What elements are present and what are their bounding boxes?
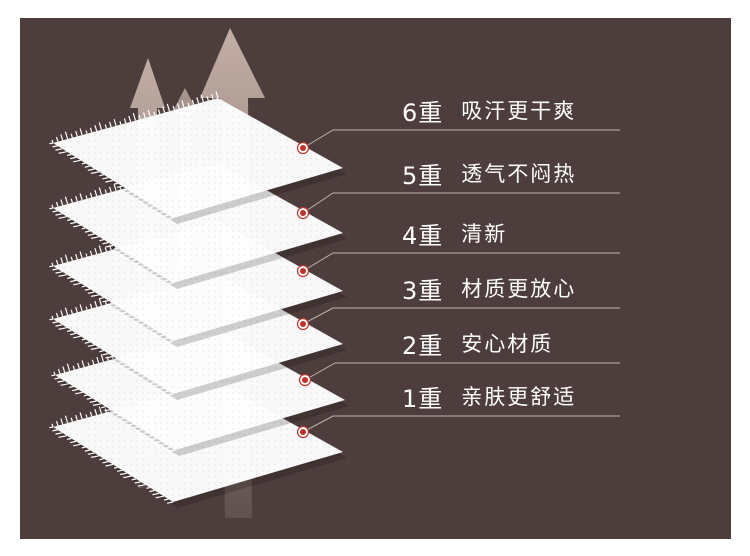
connector-line <box>302 252 620 272</box>
layer-label: 6重吸汗更干爽 <box>402 90 576 130</box>
layer-description: 安心材质 <box>461 332 554 356</box>
connector-line <box>302 192 620 214</box>
layer-label: 2重安心材质 <box>402 323 553 363</box>
connector-line <box>304 362 620 381</box>
layer-description: 清新 <box>461 222 508 246</box>
connector-line <box>302 415 620 433</box>
marker-dot-icon <box>300 268 306 274</box>
layer-label: 3重材质更放心 <box>402 268 576 308</box>
marker-dot-icon <box>300 210 306 216</box>
layer-description: 吸汗更干爽 <box>461 99 577 123</box>
layer-level: 1重 <box>402 384 444 413</box>
layer-description: 亲肤更舒适 <box>461 385 577 409</box>
layer-label: 1重亲肤更舒适 <box>402 376 576 416</box>
layer-level: 4重 <box>402 221 444 250</box>
connector-line <box>302 129 620 149</box>
marker-dot-icon <box>300 429 306 435</box>
layered-fabric-illustration <box>49 28 620 518</box>
layer-label: 4重清新 <box>402 213 507 253</box>
connector-line <box>302 307 620 325</box>
layer-level: 2重 <box>402 331 444 360</box>
layer-label: 5重透气不闷热 <box>402 153 576 193</box>
marker-dot-icon <box>300 321 306 327</box>
layer-description: 透气不闷热 <box>461 162 577 186</box>
layer-level: 3重 <box>402 276 444 305</box>
product-feature-panel: 6重吸汗更干爽 5重透气不闷热 4重清新 3重材质更放心 2重安心材质 1重亲肤更舒适 <box>20 18 731 539</box>
marker-dot-icon <box>302 377 308 383</box>
layer-description: 材质更放心 <box>461 277 577 301</box>
layer-level: 6重 <box>402 98 444 127</box>
marker-dot-icon <box>300 145 306 151</box>
fabric-sheet <box>49 91 347 224</box>
layer-level: 5重 <box>402 161 444 190</box>
